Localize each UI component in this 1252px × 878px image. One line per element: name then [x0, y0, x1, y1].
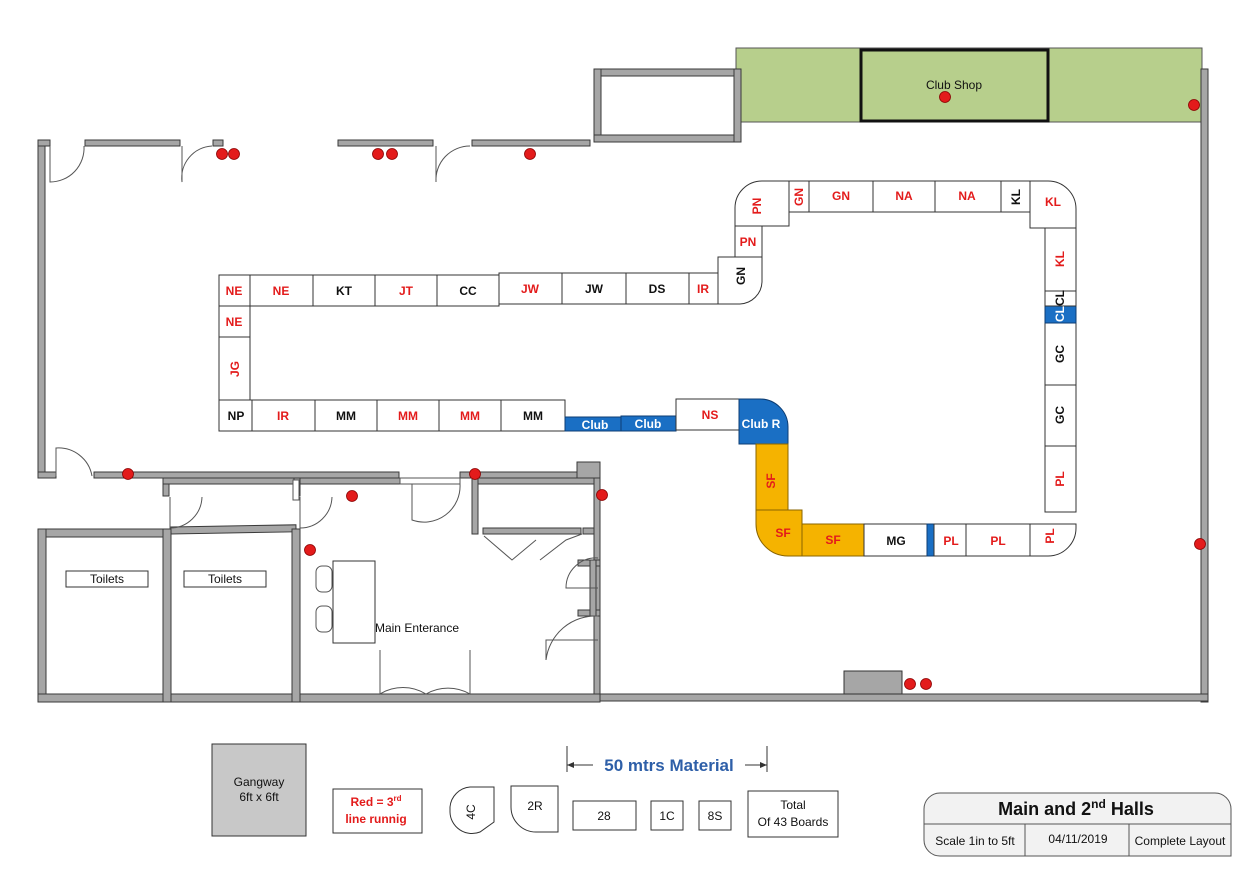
- board-label: GN: [734, 267, 748, 285]
- legend-box-28: [572, 800, 637, 831]
- table: [332, 560, 376, 644]
- board-label: NE: [273, 284, 290, 298]
- page-title: Main and 2nd Halls: [998, 797, 1154, 819]
- legend-total: [747, 790, 839, 838]
- main-entrance-label: Main Enterance: [375, 621, 459, 635]
- club-shop: [859, 48, 1050, 123]
- board-label: NP: [228, 409, 245, 423]
- total-label-2: Of 43 Boards: [758, 815, 829, 829]
- board-label: DS: [649, 282, 666, 296]
- walls: [37, 68, 1209, 703]
- board-label: KL: [1009, 189, 1023, 205]
- board-label: KL: [1053, 251, 1067, 267]
- chair-icon: [315, 565, 333, 593]
- layout-bottom-row: NP IR MM MM MM MM Club Club NS Club R: [218, 398, 789, 445]
- legend-gangway: [211, 743, 307, 837]
- corner-4c-shape: [449, 786, 495, 835]
- board-label: MM: [460, 409, 480, 423]
- date-label: 04/11/2019: [1048, 832, 1107, 846]
- board-label: KT: [336, 284, 353, 298]
- board-label: GC: [1053, 406, 1067, 424]
- board-label: PN: [750, 198, 764, 215]
- layout-left-column: NE JG: [218, 305, 251, 402]
- layout-top-row: NE NE KT JT CC JW JW DS IR: [218, 272, 719, 307]
- board-label: Club: [582, 418, 609, 432]
- board-label: GN: [832, 189, 850, 203]
- layout-label: Complete Layout: [1135, 834, 1226, 848]
- scale-label: Scale 1in to 5ft: [935, 834, 1015, 848]
- board-label: PL: [1043, 528, 1057, 543]
- legend-box-1c: [650, 800, 684, 831]
- doors: [49, 145, 599, 695]
- box-1c-label: 1C: [659, 809, 675, 823]
- board-label: IR: [277, 409, 289, 423]
- corner-2r-label: 2R: [527, 799, 543, 813]
- toilets-label-1: Toilets: [90, 572, 124, 586]
- fire-points: [122, 91, 1206, 690]
- material-label: 50 mtrs Material: [604, 756, 733, 775]
- board-label: IR: [697, 282, 709, 296]
- board-label: CL: [1053, 306, 1067, 322]
- legend-box-8s: [698, 800, 732, 831]
- club-shop-label: Club Shop: [926, 78, 982, 92]
- board-label: JW: [521, 282, 540, 296]
- board-label: JW: [585, 282, 604, 296]
- board-label: PL: [990, 534, 1005, 548]
- board-label: CC: [459, 284, 477, 298]
- board-label: GC: [1053, 345, 1067, 363]
- board-label: PN: [740, 235, 757, 249]
- board-label: NE: [226, 315, 243, 329]
- red-note-line2: line runnig: [345, 812, 406, 826]
- board-label: JT: [399, 284, 414, 298]
- title-block: Main and 2nd Halls Scale 1in to 5ft 04/1…: [923, 792, 1232, 857]
- board-label: PL: [943, 534, 958, 548]
- board-label: SF: [764, 473, 778, 488]
- board-label: PL: [1053, 471, 1067, 486]
- board-label: SF: [775, 526, 790, 540]
- board-label: GN: [792, 188, 806, 206]
- corner-2r-shape: [510, 785, 559, 833]
- legend-red-note: [332, 788, 423, 834]
- board-label: NS: [702, 408, 719, 422]
- board-label: Club: [635, 417, 662, 431]
- gangway-block: [843, 670, 903, 695]
- gangway-size: 6ft x 6ft: [239, 790, 279, 804]
- board-label: JG: [228, 361, 242, 377]
- layout-right-loop: SF SF SF MG PL PL PL PL GC GC CL CL KL K…: [717, 180, 1077, 557]
- board-label: NA: [895, 189, 913, 203]
- board-label: CL: [1053, 290, 1067, 306]
- box-28-label: 28: [597, 809, 611, 823]
- board-label: NA: [958, 189, 976, 203]
- board-label: MM: [523, 409, 543, 423]
- gangway-label: Gangway: [234, 775, 285, 789]
- toilets-label-2: Toilets: [208, 572, 242, 586]
- chair-icon: [315, 605, 333, 633]
- board-label: MM: [398, 409, 418, 423]
- board-label: MG: [886, 534, 905, 548]
- board-label: NE: [226, 284, 243, 298]
- corner-4c-label: 4C: [464, 804, 478, 820]
- board-label: SF: [825, 533, 840, 547]
- red-note-line1: Red = 3rd: [350, 794, 401, 809]
- board-label: MM: [336, 409, 356, 423]
- board-label: KL: [1045, 195, 1061, 209]
- total-label-1: Total: [780, 798, 805, 812]
- box-8s-label: 8S: [708, 809, 723, 823]
- board-label: Club R: [742, 417, 781, 431]
